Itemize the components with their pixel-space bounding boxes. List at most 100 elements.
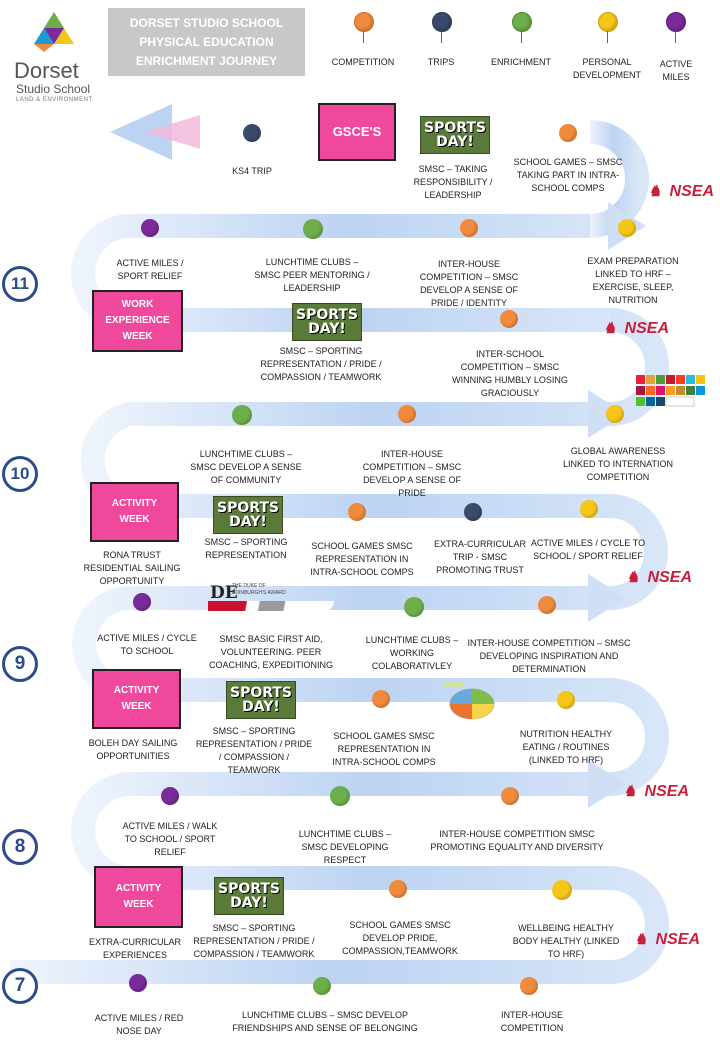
enrichment-pin <box>404 597 424 617</box>
legend-competition-label: COMPETITION <box>331 57 395 67</box>
horse-icon: ♞ <box>623 783 637 800</box>
nsea-logo: ♞ NSEA <box>623 781 689 803</box>
activity-week-box-y10: ACTIVITY WEEK <box>90 482 179 542</box>
legend-personal-dev-pin <box>598 12 618 32</box>
horse-icon: ♞ <box>648 183 662 200</box>
year-7-badge: 7 <box>2 968 38 1004</box>
school-games-y11-label: SCHOOL GAMES – SMSC TAKING PART IN INTRA… <box>513 157 623 193</box>
competition-pin <box>348 503 366 521</box>
interschool-y11-label: INTER-SCHOOL COMPETITION – SMSC WINNING … <box>452 349 568 398</box>
global-awareness-label: GLOBAL AWARENESS LINKED TO INTERNATION C… <box>562 446 674 482</box>
nsea-logo: ♞NSEA <box>634 929 700 951</box>
horse-icon: ♞ <box>626 569 640 586</box>
smsc-responsibility-label: SMSC – TAKING RESPONSIBILITY / LEADERSHI… <box>413 164 493 200</box>
lunchtime-y7-label: LUNCHTIME CLUBS – SMSC DEVELOP FRIENDSHI… <box>232 1010 418 1033</box>
nsea-text: NSEA <box>624 320 669 337</box>
competition-pin <box>559 124 577 142</box>
triangle-logo-icon <box>34 12 74 52</box>
active-miles-y11-label: ACTIVE MILES / SPORT RELIEF <box>116 258 184 281</box>
nsea-logo: ♞NSEA <box>648 181 714 203</box>
legend-stem <box>607 31 608 43</box>
sports-day-badge: SPORTS DAY! <box>292 303 362 341</box>
smsc-rep-y10-label: SMSC – SPORTING REPRESENTATION <box>204 537 288 560</box>
legend-enrichment-pin <box>512 12 532 32</box>
smsc-sporting-y9-label: SMSC – SPORTING REPRESENTATION / PRIDE /… <box>195 726 313 775</box>
smsc-sporting-y11-label: SMSC – SPORTING REPRESENTATION / PRIDE /… <box>260 346 382 382</box>
ks4-trip-label: KS4 TRIP <box>232 166 272 176</box>
interhouse-y10-label: INTER-HOUSE COMPETITION – SMSC DEVELOP A… <box>362 449 462 498</box>
eatwell-plate-icon <box>444 682 495 720</box>
activity-week-box-y9: ACTIVITY WEEK <box>92 669 181 729</box>
competition-pin <box>538 596 556 614</box>
legend-stem <box>521 31 522 43</box>
active-miles-y8-label: ACTIVE MILES / WALK TO SCHOOL / SPORT RE… <box>122 821 218 857</box>
lunchtime-y10-label: LUNCHTIME CLUBS – SMSC DEVELOP A SENSE O… <box>190 449 302 485</box>
active-miles-y10-label: ACTIVE MILES / CYCLE TO SCHOOL / SPORT R… <box>530 538 646 561</box>
year-8-badge: 8 <box>2 829 38 865</box>
title-line-3: ENRICHMENT JOURNEY <box>135 54 278 68</box>
personal-development-pin <box>606 405 624 423</box>
lunchtime-y9-label: LUNCHTIME CLUBS – WORKING COLABORATIVLEY <box>365 635 459 671</box>
legend-stem <box>441 31 442 43</box>
active-miles-pin <box>161 787 179 805</box>
global-goals-icon <box>636 375 705 407</box>
boleh-label: BOLEH DAY SAILING OPPORTUNITIES <box>88 738 178 761</box>
competition-pin <box>501 787 519 805</box>
sports-day-text: SPORTS DAY! <box>229 685 293 715</box>
active-miles-y9-label: ACTIVE MILES / CYCLE TO SCHOOL <box>97 633 197 656</box>
personal-development-pin <box>552 880 572 900</box>
school-logo: Dorset Studio School LAND & ENVIRONMENT <box>14 12 94 103</box>
enrichment-pin <box>232 405 252 425</box>
activity-week-box-y8: ACTIVITY WEEK <box>94 866 183 928</box>
legend-trips-label: TRIPS <box>427 57 455 67</box>
lunchtime-y8-label: LUNCHTIME CLUBS – SMSC DEVELOPING RESPEC… <box>298 829 392 865</box>
wellbeing-label: WELLBEING HEALTHY BODY HEALTHY (LINKED T… <box>512 923 620 959</box>
school-games-y9-label: SCHOOL GAMES SMSC REPRESENTATION IN INTR… <box>332 731 436 767</box>
personal-development-pin <box>618 219 636 237</box>
active-miles-pin <box>133 593 151 611</box>
dofe-swoosh <box>208 601 334 611</box>
year-9-badge: 9 <box>2 646 38 682</box>
work-experience-box: WORK EXPERIENCE WEEK <box>92 290 183 352</box>
dofe-text-1: THE DUKE OF <box>232 583 266 589</box>
extra-experiences-label: EXTRA-CURRICULAR EXPERIENCES <box>88 937 181 960</box>
school-name: Dorset <box>14 58 79 83</box>
legend-trips-pin <box>432 12 452 32</box>
legend-stem <box>675 31 676 43</box>
nsea-logo: ♞ NSEA <box>626 567 692 589</box>
year-11-badge: 11 <box>2 266 38 302</box>
nsea-text: NSEA <box>647 569 692 586</box>
sports-day-text: SPORTS DAY! <box>216 500 280 530</box>
active-miles-pin <box>141 219 159 237</box>
enrichment-pin <box>330 786 350 806</box>
sports-day-text: SPORTS DAY! <box>217 881 281 911</box>
school-tagline: LAND & ENVIRONMENT <box>16 97 93 103</box>
nutrition-label: NUTRITION HEALTHY EATING / ROUTINES (LIN… <box>519 729 613 765</box>
first-aid-label: SMSC BASIC FIRST AID, VOLUNTEERING. PEER… <box>208 634 333 670</box>
interhouse-y7-label: INTER-HOUSE COMPETITION <box>500 1010 564 1033</box>
legend-stem <box>363 31 364 43</box>
dofe-text-2: EDINBURGH'S AWARD <box>232 590 286 596</box>
interhouse-y8-label: INTER-HOUSE COMPETITION SMSC PROMOTING E… <box>430 829 604 852</box>
nsea-text: NSEA <box>655 931 700 948</box>
legend-competition-pin <box>354 12 374 32</box>
dofe-logo: DE THE DUKE OF EDINBURGH'S AWARD <box>208 577 334 619</box>
dofe-mark: DE <box>210 583 238 603</box>
sports-day-badge: SPORTS DAY! <box>420 116 490 154</box>
active-miles-pin <box>129 974 147 992</box>
lunchtime-y11-label: LUNCHTIME CLUBS – SMSC PEER MENTORING / … <box>254 257 370 293</box>
competition-pin <box>520 977 538 995</box>
rona-trust-label: RONA TRUST RESIDENTIAL SAILING OPPORTUNI… <box>83 550 181 586</box>
interhouse-y9-label: INTER-HOUSE COMPETITION – SMSC DEVELOPIN… <box>467 638 631 674</box>
title-banner: DORSET STUDIO SCHOOL PHYSICAL EDUCATION … <box>108 8 305 76</box>
title-line-1: DORSET STUDIO SCHOOL <box>129 16 284 30</box>
personal-development-pin <box>557 691 575 709</box>
enrichment-pin <box>303 219 323 239</box>
legend-active-miles-label: ACTIVE MILES <box>659 59 693 82</box>
exam-prep-label: EXAM PREPARATION LINKED TO HRF – EXERCIS… <box>587 256 679 305</box>
school-games-y10-label: SCHOOL GAMES SMSC REPRESENTATION IN INTR… <box>310 541 414 577</box>
nsea-text: NSEA <box>644 783 689 800</box>
sports-day-badge: SPORTS DAY! <box>213 496 283 534</box>
active-miles-y7-label: ACTIVE MILES / RED NOSE DAY <box>94 1013 184 1036</box>
